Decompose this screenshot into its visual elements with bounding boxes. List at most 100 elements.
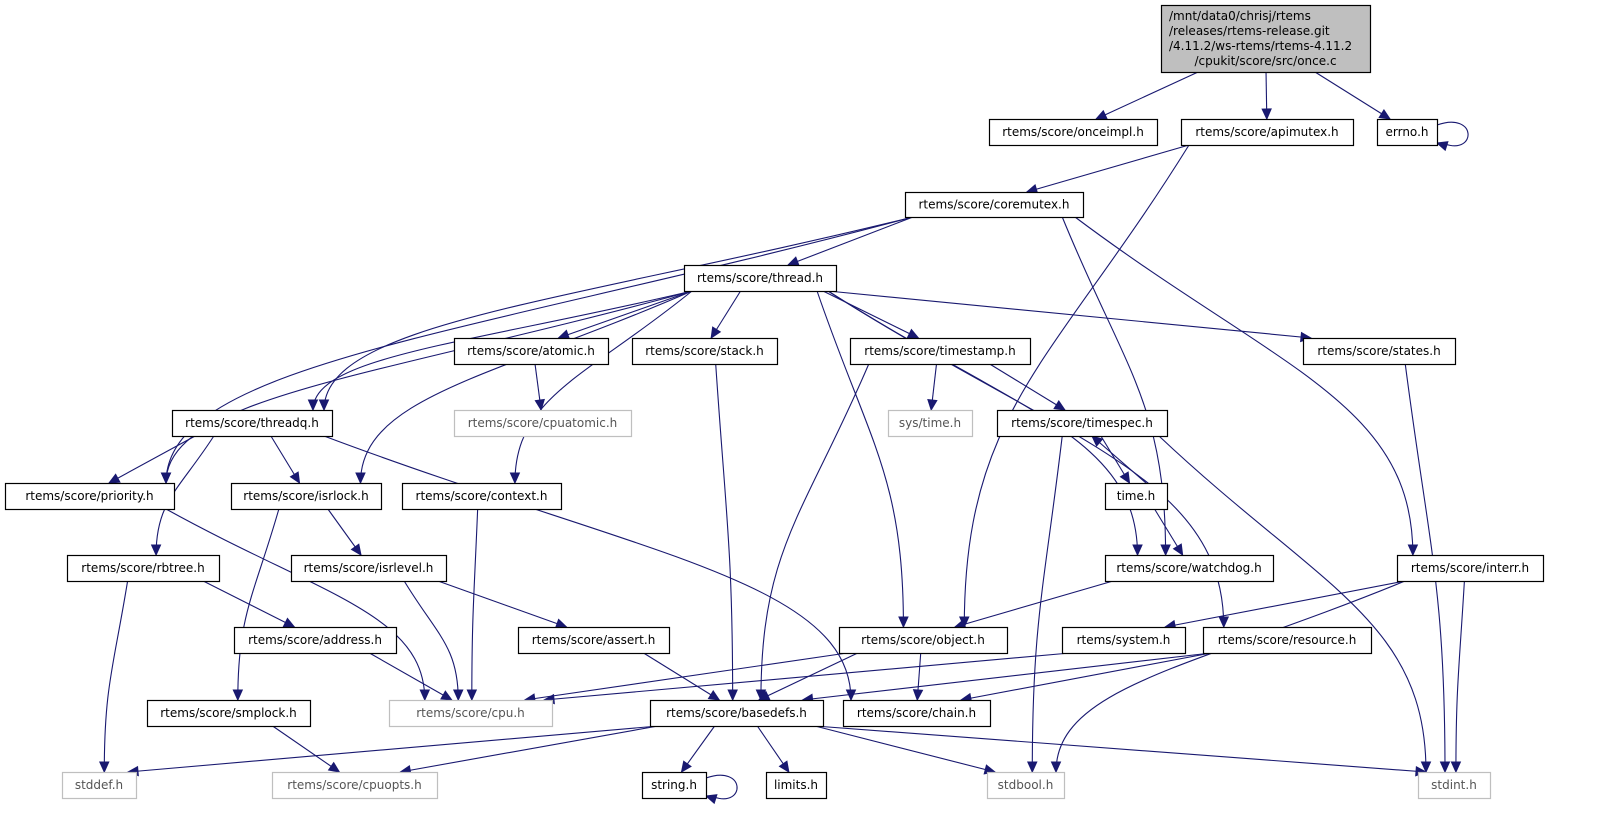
node-label: rtems/score/timestamp.h — [864, 344, 1015, 358]
node-cpu[interactable]: rtems/score/cpu.h — [388, 699, 554, 728]
node-box — [453, 337, 610, 366]
node-box — [904, 191, 1085, 219]
edge-string-to-string-arrowhead — [704, 794, 718, 805]
node-context[interactable]: rtems/score/context.h — [401, 482, 563, 511]
node-label: rtems/score/onceimpl.h — [1002, 125, 1144, 139]
node-box — [1061, 626, 1187, 655]
node-label: rtems/score/smplock.h — [160, 706, 297, 720]
edge-threadq-to-priority — [108, 435, 196, 484]
node-priority[interactable]: rtems/score/priority.h — [4, 482, 176, 511]
edge-thread-to-priority-arrowhead — [160, 472, 172, 485]
node-stack[interactable]: rtems/score/stack.h — [631, 337, 779, 366]
edge-stack-to-basedefs — [715, 363, 734, 701]
edge-stack-to-basedefs-arrowhead — [727, 689, 738, 702]
node-onceimpl[interactable]: rtems/score/onceimpl.h — [988, 118, 1159, 147]
node-coremutex[interactable]: rtems/score/coremutex.h — [904, 191, 1085, 219]
node-thread[interactable]: rtems/score/thread.h — [683, 264, 838, 293]
node-box — [233, 626, 398, 655]
edges-layer — [99, 71, 1469, 805]
node-label: errno.h — [1386, 125, 1429, 139]
edge-root-to-onceimpl — [1095, 71, 1199, 120]
node-time[interactable]: time.h — [1104, 482, 1169, 511]
edge-coremutex-to-threadq — [323, 216, 914, 411]
node-chain[interactable]: rtems/score/chain.h — [842, 699, 992, 728]
edge-interr-to-stdint — [1455, 580, 1465, 773]
node-timestamp[interactable]: rtems/score/timestamp.h — [849, 337, 1032, 366]
node-stdbool[interactable]: stdbool.h — [986, 771, 1066, 800]
edge-watchdog-to-object — [954, 580, 1114, 628]
edge-timespec-to-time-arrowhead — [1119, 471, 1131, 485]
edge-object-to-basedefs-arrowhead — [757, 690, 771, 701]
node-basedefs[interactable]: rtems/score/basedefs.h — [649, 699, 825, 728]
node-label: rtems/score/address.h — [248, 633, 382, 647]
node-box — [1202, 626, 1373, 655]
node-box — [66, 554, 221, 583]
node-box — [1160, 4, 1372, 74]
edge-rbtree-to-address — [202, 580, 295, 628]
node-systime[interactable]: sys/time.h — [887, 409, 974, 438]
edge-errno-to-errno-arrowhead — [1435, 141, 1449, 152]
edge-interr-to-stdint-arrowhead — [1450, 761, 1462, 774]
node-system[interactable]: rtems/system.h — [1061, 626, 1187, 655]
node-smplock[interactable]: rtems/score/smplock.h — [146, 699, 312, 728]
node-root[interactable]: /mnt/data0/chrisj/rtems/releases/rtems-r… — [1160, 4, 1372, 74]
edge-isrlevel-to-assert-arrowhead — [554, 618, 568, 629]
node-resource[interactable]: rtems/score/resource.h — [1202, 626, 1373, 655]
edge-threadq-to-chain — [323, 435, 852, 701]
node-string[interactable]: string.h — [641, 771, 708, 800]
edge-timestamp-to-timespec — [989, 363, 1066, 411]
node-isrlevel[interactable]: rtems/score/isrlevel.h — [290, 554, 448, 583]
edge-isrlevel-to-cpu — [403, 580, 459, 701]
edge-coremutex-to-interr — [1074, 216, 1414, 556]
edge-timespec-to-stdint-arrowhead — [1420, 761, 1432, 774]
node-timespec[interactable]: rtems/score/timespec.h — [996, 409, 1169, 438]
node-threadq[interactable]: rtems/score/threadq.h — [171, 409, 334, 438]
node-object[interactable]: rtems/score/object.h — [838, 626, 1009, 655]
node-box — [1396, 554, 1545, 583]
edge-threadq-to-isrlock-arrowhead — [289, 471, 301, 485]
node-rbtree[interactable]: rtems/score/rbtree.h — [66, 554, 221, 583]
node-states[interactable]: rtems/score/states.h — [1302, 337, 1457, 366]
node-cpuatomic[interactable]: rtems/score/cpuatomic.h — [453, 409, 633, 438]
node-stdint[interactable]: stdint.h — [1417, 771, 1492, 800]
node-apimutex[interactable]: rtems/score/apimutex.h — [1180, 118, 1355, 147]
node-cpuopts[interactable]: rtems/score/cpuopts.h — [271, 771, 439, 800]
node-box — [996, 409, 1169, 438]
node-label: rtems/score/object.h — [861, 633, 985, 647]
node-label: rtems/score/cpuopts.h — [287, 778, 421, 792]
node-limits[interactable]: limits.h — [765, 771, 828, 800]
edge-thread-to-resource-arrowhead — [1218, 616, 1230, 629]
edge-assert-to-basedefs — [643, 652, 720, 701]
node-label: /mnt/data0/chrisj/rtems — [1169, 9, 1311, 23]
edge-rbtree-to-stddef-arrowhead — [99, 761, 110, 774]
edge-basedefs-to-string-arrowhead — [680, 760, 692, 773]
node-label: stddef.h — [75, 778, 123, 792]
node-box — [171, 409, 334, 438]
node-box — [765, 771, 828, 800]
node-errno[interactable]: errno.h — [1376, 118, 1439, 147]
node-interr[interactable]: rtems/score/interr.h — [1396, 554, 1545, 583]
edge-assert-to-basedefs-arrowhead — [707, 689, 721, 701]
node-box — [271, 771, 439, 800]
node-label: rtems/score/watchdog.h — [1116, 561, 1261, 575]
edge-threadq-to-priority-arrowhead — [107, 473, 121, 484]
node-box — [1104, 482, 1169, 511]
edge-resource-to-chain — [960, 652, 1212, 701]
edge-interr-to-stdbool — [1055, 580, 1406, 773]
node-label: string.h — [651, 778, 697, 792]
node-atomic[interactable]: rtems/score/atomic.h — [453, 337, 610, 366]
node-stddef[interactable]: stddef.h — [61, 771, 138, 800]
node-label: rtems/score/interr.h — [1411, 561, 1529, 575]
edge-thread-to-threadq — [312, 290, 693, 411]
node-label: rtems/score/assert.h — [532, 633, 656, 647]
edge-timestamp-to-systime-arrowhead — [927, 398, 938, 412]
edge-timespec-to-stdbool — [1031, 435, 1063, 773]
node-watchdog[interactable]: rtems/score/watchdog.h — [1104, 554, 1275, 583]
edge-object-to-chain-arrowhead — [912, 689, 924, 702]
node-label: sys/time.h — [899, 416, 961, 430]
node-assert[interactable]: rtems/score/assert.h — [517, 626, 671, 655]
edge-thread-to-isrlock — [359, 290, 693, 484]
node-address[interactable]: rtems/score/address.h — [233, 626, 398, 655]
node-isrlock[interactable]: rtems/score/isrlock.h — [230, 482, 383, 511]
edge-timestamp-to-timespec-arrowhead — [1053, 400, 1066, 411]
